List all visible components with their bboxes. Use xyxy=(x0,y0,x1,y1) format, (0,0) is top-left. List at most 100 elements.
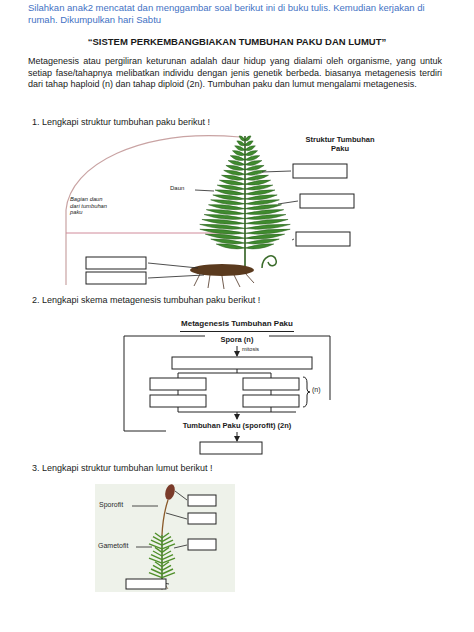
part-label: Daun xyxy=(170,185,194,193)
arrow xyxy=(237,432,238,441)
fern-pinna xyxy=(245,170,266,175)
scheme-title: Metagenesis Tumbuhan Paku xyxy=(160,319,314,329)
part-label: Gametofit xyxy=(98,542,136,551)
arrow xyxy=(237,412,238,419)
fern-pinna xyxy=(232,151,245,156)
fern-pinna xyxy=(245,136,251,141)
fern-pinna xyxy=(237,141,245,146)
moss-leaf xyxy=(155,562,162,567)
fern-pinna xyxy=(245,195,277,200)
answer-box xyxy=(243,378,299,390)
fern-pinna xyxy=(245,244,274,249)
moss-leaf xyxy=(162,562,169,567)
answer-boxes xyxy=(86,164,354,284)
moss-leaf xyxy=(151,540,162,545)
fern-pinna xyxy=(245,200,279,205)
fern-pinna xyxy=(228,160,245,165)
part-label: Sporofit xyxy=(99,501,132,510)
fiddlehead xyxy=(262,256,276,268)
intro-paragraph: Metagenesis atau pergiliran keturunan ad… xyxy=(28,56,442,91)
fern-pinna xyxy=(202,219,245,224)
fern-pinna xyxy=(245,234,285,239)
capsule xyxy=(164,483,177,501)
part-label: Bagian daun dari tumbuhan paku xyxy=(70,196,110,216)
answer-box xyxy=(150,395,206,407)
worksheet-title: “SISTEM PERKEMBANGBIAKAN TUMBUHAN PAKU D… xyxy=(20,36,454,48)
fern-pinna xyxy=(245,224,290,229)
fern-pinna xyxy=(226,165,245,170)
moss-leaf xyxy=(153,537,162,542)
moss-leaf xyxy=(162,537,171,542)
question-text: 2. Lengkapi skema metagenesis tumbuhan p… xyxy=(32,295,352,306)
moss-figure xyxy=(95,483,235,592)
fern-pinna xyxy=(245,146,255,151)
fern-pinna xyxy=(235,146,245,151)
title-underline xyxy=(180,331,294,332)
moss-leaf xyxy=(151,555,162,560)
metagenesis-scheme xyxy=(124,332,330,455)
fern-pinna xyxy=(230,155,245,160)
moss-leaf xyxy=(162,569,173,574)
fern-pinna xyxy=(213,195,245,200)
fern-pinna xyxy=(245,229,290,234)
moss-leaf xyxy=(162,565,171,570)
ploidy-label: (n) xyxy=(312,386,328,395)
process-label: mitosis xyxy=(242,346,272,353)
bracket xyxy=(303,377,310,407)
fern-figure xyxy=(66,136,354,289)
cycle-frame xyxy=(124,336,330,431)
fern-pinna xyxy=(245,165,264,170)
fern-pinna xyxy=(206,209,245,214)
fern-pinna xyxy=(245,209,284,214)
moss-leaf xyxy=(155,533,162,538)
leader-line xyxy=(66,233,238,234)
leader-lines xyxy=(148,171,298,278)
moss-leaf xyxy=(155,547,162,552)
fern-pinna xyxy=(245,214,286,219)
fern-pinna xyxy=(204,214,245,219)
moss-leaf xyxy=(151,569,162,574)
moss-leaf xyxy=(162,540,173,545)
answer-boxes xyxy=(126,495,216,589)
branch-lines xyxy=(178,369,271,378)
fern-pinna xyxy=(245,155,260,160)
fern-pinna xyxy=(245,190,275,195)
moss-leaf xyxy=(153,565,162,570)
fern-pinna xyxy=(245,160,262,165)
fern-pinna xyxy=(222,175,245,180)
answer-box xyxy=(200,442,262,454)
fern-pinna xyxy=(245,141,253,146)
moss-leaf xyxy=(162,555,173,560)
link-lines xyxy=(178,390,271,395)
stage-label: Spora (n) xyxy=(205,335,269,344)
arrow xyxy=(237,346,238,356)
moss-leaf xyxy=(162,533,169,538)
fern-pinna xyxy=(245,151,258,156)
fern-pinna xyxy=(211,239,245,244)
fern-pinna xyxy=(219,180,245,185)
question-text: 3. Lengkapi struktur tumbuhan lumut beri… xyxy=(32,463,332,474)
moss-leaf xyxy=(153,551,162,556)
fern-pinna xyxy=(200,224,245,229)
moss-leaves xyxy=(149,533,175,578)
fern-pinna xyxy=(245,219,288,224)
fern-pinna xyxy=(245,185,273,190)
photo-ground xyxy=(95,484,235,592)
fern-pinna xyxy=(245,175,268,180)
figure-title: Struktur Tumbuhan Paku xyxy=(300,135,380,153)
instruction-note: Silahkan anak2 mencatat dan menggambar s… xyxy=(28,2,453,27)
answer-box xyxy=(243,395,299,407)
seta xyxy=(162,500,168,535)
fern-pinna xyxy=(208,205,245,210)
moss-leaf xyxy=(162,573,175,578)
fern-pinna xyxy=(224,170,245,175)
moss-leaf xyxy=(149,573,162,578)
fern-pinna xyxy=(211,200,245,205)
fern-pinna xyxy=(215,190,245,195)
fern-stem xyxy=(244,136,246,268)
fern-pinna xyxy=(239,136,245,141)
moss-leaf xyxy=(162,547,169,552)
fern-pinna xyxy=(245,239,279,244)
